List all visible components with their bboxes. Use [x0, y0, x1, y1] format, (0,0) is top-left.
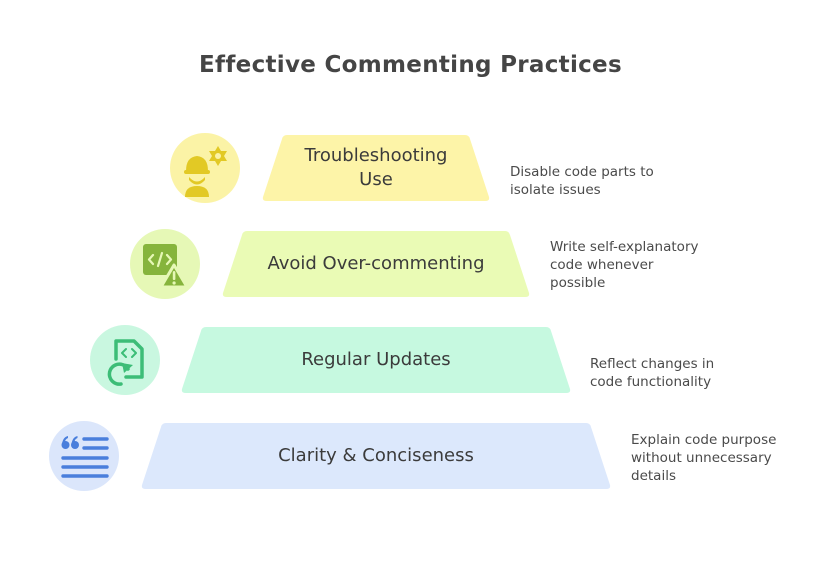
tier-4-shape [141, 423, 611, 489]
tier-troubleshooting-use: Troubleshooting Use [261, 133, 491, 203]
tier-3-icon-badge [90, 325, 160, 395]
tier-regular-updates: Regular Updates [180, 325, 572, 395]
tier-3-shape [181, 327, 571, 393]
tier-1-shape [262, 135, 490, 201]
icon-bg [49, 421, 119, 491]
tier-2-shape [222, 231, 530, 297]
tier-2-icon-badge [130, 229, 200, 299]
tier-2-description: Write self-explanatory code whenever pos… [550, 239, 699, 292]
tier-1-label: Troubleshooting Use [304, 144, 448, 190]
file-code-refresh-icon [90, 325, 160, 395]
tier-4-icon-badge [49, 421, 119, 491]
worker-gear-icon [170, 133, 240, 203]
tier-1-description: Disable code parts to isolate issues [510, 164, 654, 199]
code-warning-icon [130, 229, 200, 299]
quote-lines-icon [49, 421, 119, 491]
tier-3-label: Regular Updates [301, 348, 451, 370]
tier-4-label: Clarity & Conciseness [278, 444, 474, 466]
diagram-title: Effective Commenting Practices [199, 52, 622, 78]
tier-avoid-over-commenting: Avoid Over-commenting [221, 229, 531, 299]
icon-bg [90, 325, 160, 395]
tier-clarity-conciseness: Clarity & Conciseness [140, 421, 612, 491]
tier-3-description: Reflect changes in code functionality [590, 356, 715, 391]
tier-1-icon-badge [170, 133, 240, 203]
tier-4-description: Explain code purpose without unnecessary… [631, 432, 777, 485]
tier-2-label: Avoid Over-commenting [267, 252, 485, 274]
